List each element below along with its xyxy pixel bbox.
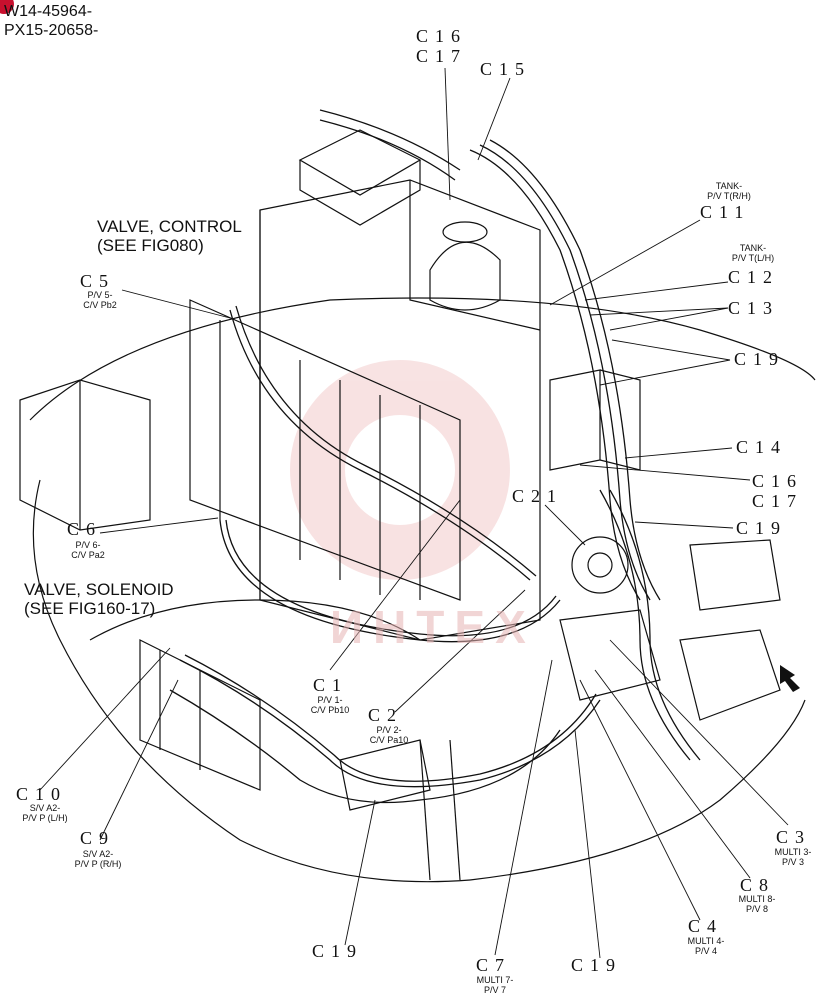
callout-c2: C2 [368,705,404,725]
callout-c7-sub: MULTI 7- P/V 7 [476,975,514,995]
hose-bundle [169,109,701,804]
callout-c11-sub: TANK- P/V T(R/H) [707,181,751,201]
callout-c19-b: C19 [736,518,788,538]
callout-c19-c: C19 [312,941,364,961]
callout-c15: C15 [480,59,532,79]
callout-c1: C1 [313,675,349,695]
page-marker-dot [0,0,14,14]
callout-c3-sub: MULTI 3- P/V 3 [774,847,812,867]
callout-c5-sub: P/V 5- C/V Pb2 [83,290,117,310]
callout-c6-sub: P/V 6- C/V Pa2 [71,540,105,560]
callout-c8: C8 [740,875,776,895]
control-valve-label: VALVE, CONTROL (SEE FIG080) [97,217,242,255]
callout-c9-sub: S/V A2- P/V P (R/H) [74,849,122,869]
callout-c2-sub: P/V 2- C/V Pa10 [369,725,409,745]
callout-c12-sub: TANK- P/V T(L/H) [731,243,775,263]
callout-c17-top: C17 [416,46,468,66]
callout-c3: C3 [776,827,812,847]
serial-number-1: W14-45964- [4,3,93,20]
callout-c5: C5 [80,271,116,291]
solenoid-valve-label: VALVE, SOLENOID (SEE FIG160-17) [24,580,174,618]
serial-number-2: PX15-20658- [4,22,99,39]
callout-c8-sub: MULTI 8- P/V 8 [738,894,776,914]
callout-c6: C6 [67,519,103,539]
direction-arrow-icon [780,665,800,692]
callout-c4-sub: MULTI 4- P/V 4 [687,936,725,956]
callout-c21: C21 [512,486,564,506]
callout-c12: C12 [728,267,780,287]
callout-c7: C7 [476,955,512,975]
leader-lines [39,67,789,959]
callout-c13: C13 [728,298,780,318]
callout-c1-sub: P/V 1- C/V Pb10 [310,695,350,715]
callout-c10: C10 [16,784,68,804]
callout-c16-top: C16 [416,26,468,46]
callout-c9: C9 [80,828,116,848]
machine-outline [19,129,816,883]
callout-c16-mid: C16 [752,471,804,491]
watermark-text: ИНТЕХ [330,601,536,653]
callout-c10-sub: S/V A2- P/V P (L/H) [22,803,68,823]
callout-c19-a: C19 [734,349,786,369]
callout-c19-d: C19 [571,955,623,975]
watermark-gear [290,360,510,580]
callout-c17-mid: C17 [752,491,804,511]
callout-c11: C11 [700,202,751,222]
callout-c14: C14 [736,437,788,457]
callout-c4: C4 [688,916,724,936]
